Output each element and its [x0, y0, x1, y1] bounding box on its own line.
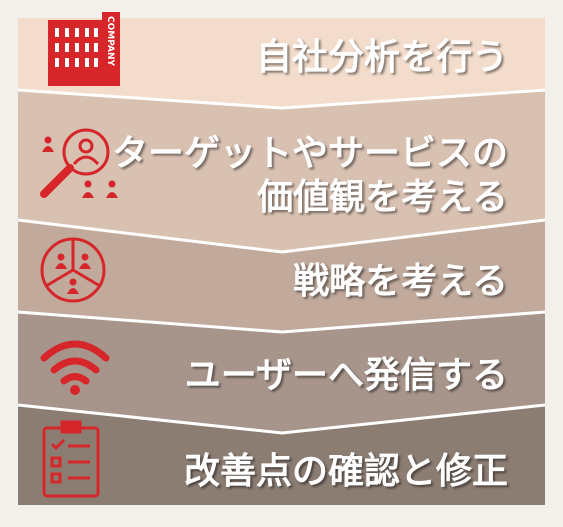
- strategy-pie-icon: [40, 237, 106, 303]
- step-band-5: [18, 405, 545, 505]
- step-1-label: 自社分析を行う: [256, 36, 508, 80]
- step-3-label: 戦略を考える: [293, 260, 508, 304]
- step-5-label: 改善点の確認と修正: [184, 450, 508, 494]
- step-1-text: 自社分析を行う: [255, 37, 508, 78]
- company-badge-text: COMPANY: [105, 16, 115, 66]
- target-search-icon: [40, 128, 118, 198]
- wifi-broadcast-icon: [40, 340, 110, 395]
- step-2-label: ターゲットやサービスの 価値観を考える: [112, 132, 508, 220]
- step-5-text: 改善点の確認と修正: [183, 451, 508, 492]
- step-band-1: [18, 18, 545, 108]
- step-3-text: 戦略を考える: [293, 261, 508, 302]
- clipboard-checklist-icon: [42, 420, 100, 498]
- step-band-2: [18, 90, 545, 252]
- step-2-line-1: ターゲットやサービスの: [111, 133, 508, 174]
- step-4-text: ユーザーへ発信する: [184, 355, 508, 396]
- step-band-3: [18, 220, 545, 332]
- company-building-icon: COMPANY: [48, 12, 120, 86]
- step-2-line-2: 価値観を考える: [257, 177, 508, 218]
- step-band-4: [18, 312, 545, 433]
- step-4-label: ユーザーへ発信する: [185, 354, 508, 398]
